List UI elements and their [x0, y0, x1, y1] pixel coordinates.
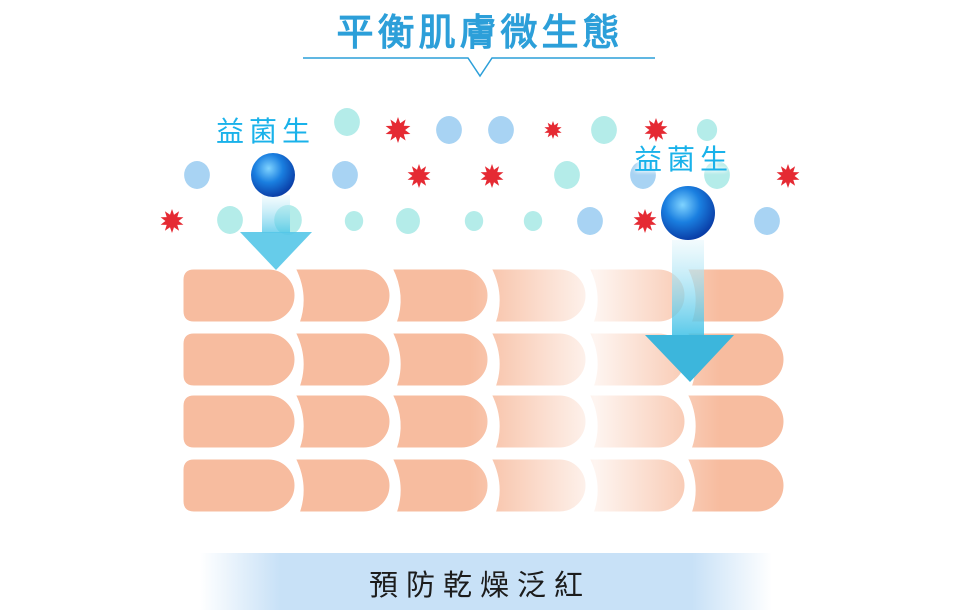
moisture-bubble	[488, 116, 514, 144]
bad-bacteria-icon	[407, 164, 431, 188]
bad-bacteria-icon	[544, 121, 562, 139]
good-bacteria-bubble	[696, 119, 718, 141]
bad-bacteria-icon	[385, 117, 411, 143]
skin-cell	[180, 392, 298, 451]
caption: 預防乾燥泛紅	[368, 568, 591, 602]
bad-bacteria-icon	[633, 209, 657, 233]
moisture-bubble	[754, 207, 780, 235]
moisture-bubble	[436, 116, 462, 144]
good-bacteria-bubble	[704, 161, 730, 189]
caption-band	[200, 553, 772, 610]
good-bacteria-bubble	[523, 211, 543, 231]
moisture-bubble	[577, 207, 603, 235]
title-underline	[303, 57, 655, 78]
probiotic-label-left: 益菌生	[216, 115, 316, 148]
bad-bacteria-icon	[776, 164, 800, 188]
skin-cell	[180, 456, 298, 515]
bad-bacteria-icon	[644, 118, 668, 142]
skin-cell	[291, 330, 393, 389]
bad-bacteria-icon	[480, 164, 504, 188]
arrow-down-icon-left	[240, 195, 312, 270]
good-bacteria-bubble	[334, 108, 360, 136]
good-bacteria-bubble	[396, 208, 420, 234]
moisture-bubble	[630, 161, 656, 189]
page-title: 平衡肌膚微生態	[336, 11, 624, 54]
skin-cell	[291, 266, 393, 325]
probiotic-ball-right	[661, 186, 715, 240]
arrows-layer	[240, 195, 734, 382]
good-bacteria-bubble	[554, 161, 580, 189]
arrow-down-icon-right	[645, 240, 734, 382]
good-bacteria-bubble	[591, 116, 617, 144]
skin-cell	[180, 330, 298, 389]
probiotic-label-right: 益菌生	[634, 143, 734, 176]
skin-cell	[180, 266, 298, 325]
good-bacteria-bubble	[217, 206, 243, 234]
moisture-bubble	[184, 161, 210, 189]
moisture-bubble	[332, 161, 358, 189]
good-bacteria-bubble	[344, 211, 364, 231]
skin-cell	[291, 392, 393, 451]
bubbles-layer	[160, 108, 800, 235]
probiotic-ball-left	[251, 153, 295, 197]
skin-cell	[291, 456, 393, 515]
good-bacteria-bubble	[464, 211, 484, 231]
bad-bacteria-icon	[160, 209, 184, 233]
